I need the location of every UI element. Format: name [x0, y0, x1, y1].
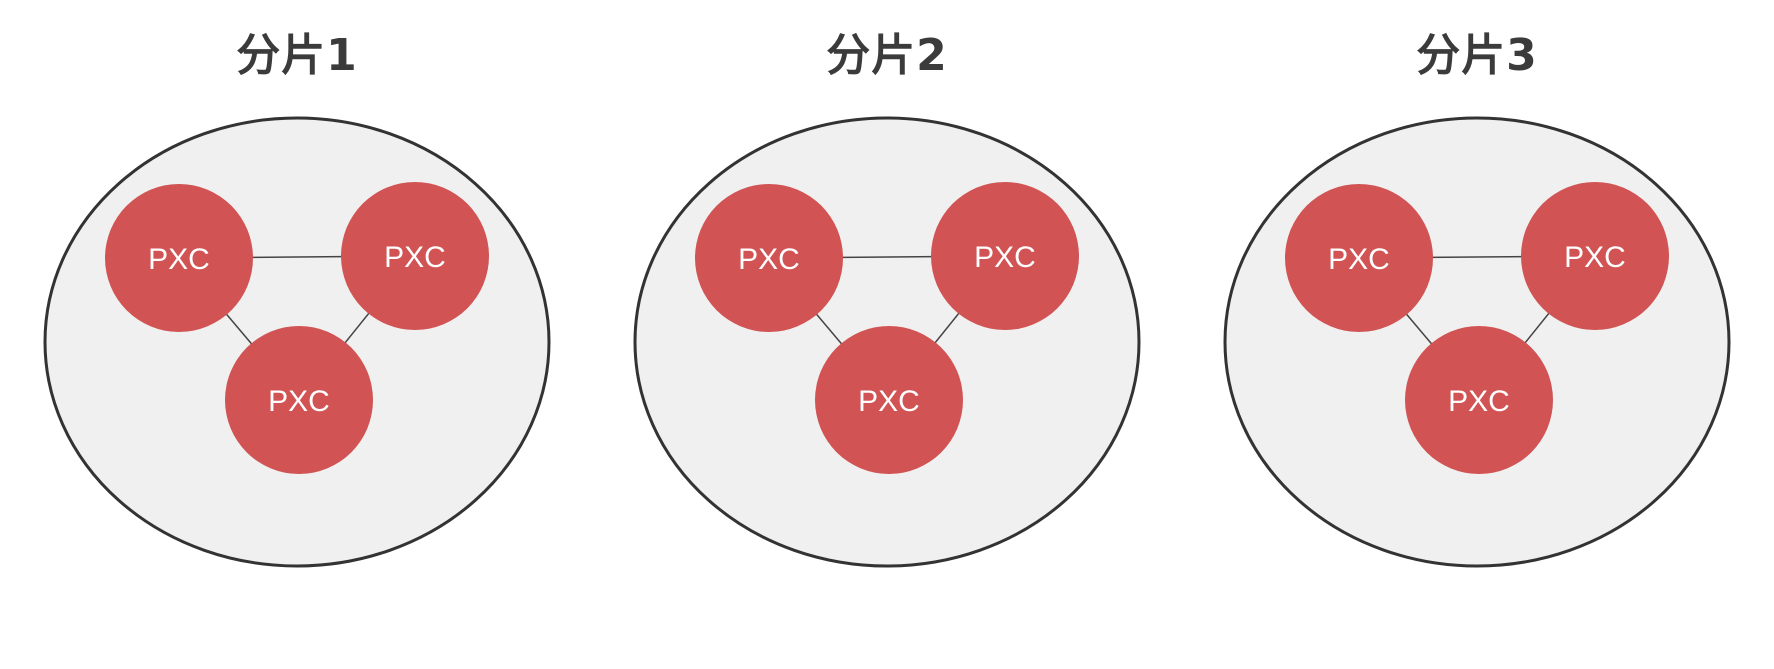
pxc-node-label: PXC — [974, 241, 1036, 274]
pxc-node-circle — [695, 184, 843, 332]
pxc-node-label: PXC — [148, 243, 210, 276]
shard-diagram-svg: PXC PXC PXC — [43, 116, 551, 568]
shard-title: 分片2 — [826, 30, 948, 81]
pxc-node-circle — [1405, 326, 1553, 474]
shard-title: 分片1 — [236, 30, 358, 81]
shard-group-3: 分片3 PXC PXC PXC — [1217, 34, 1737, 581]
shard-diagram-svg: PXC PXC PXC — [1223, 116, 1731, 568]
pxc-node-circle — [815, 326, 963, 474]
pxc-node-circle — [105, 184, 253, 332]
pxc-node-label: PXC — [738, 243, 800, 276]
shard-title: 分片3 — [1416, 30, 1538, 81]
pxc-node-circle — [341, 182, 489, 330]
pxc-node-label: PXC — [858, 385, 920, 418]
pxc-node-label: PXC — [384, 241, 446, 274]
pxc-node-circle — [931, 182, 1079, 330]
shard-group-1: 分片1 PXC PXC PXC — [37, 34, 557, 581]
pxc-node-label: PXC — [1564, 241, 1626, 274]
pxc-node-circle — [1285, 184, 1433, 332]
pxc-node-circle — [1521, 182, 1669, 330]
pxc-node-circle — [225, 326, 373, 474]
pxc-node-label: PXC — [1328, 243, 1390, 276]
shard-diagram-svg: PXC PXC PXC — [633, 116, 1141, 568]
shard-group-2: 分片2 PXC PXC PXC — [627, 34, 1147, 581]
pxc-node-label: PXC — [1448, 385, 1510, 418]
pxc-node-label: PXC — [268, 385, 330, 418]
